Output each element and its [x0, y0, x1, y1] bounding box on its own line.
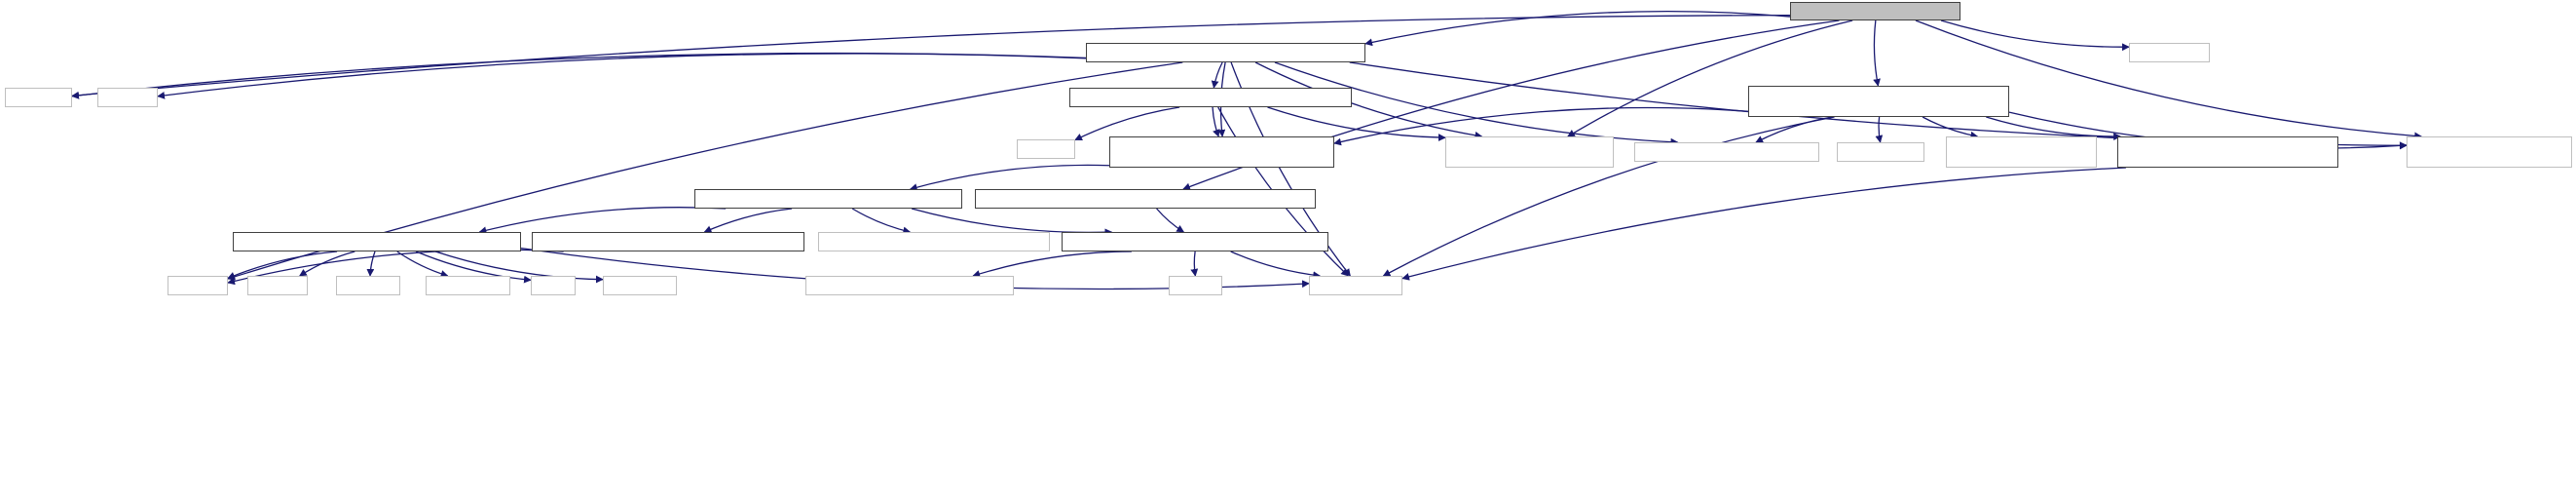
graph-edge-quantitycallbacks-to-mathtoolbox [1267, 106, 1446, 141]
graph-node-propertysystem[interactable] [1062, 232, 1328, 251]
graph-node-multiphasebaseproperties[interactable] [975, 189, 1316, 209]
graph-node-sstream[interactable] [603, 276, 677, 295]
graph-edge-energymodule-to-cmath [157, 53, 1087, 99]
graph-edge-quantitycallbacks-to-utility [1074, 106, 1180, 141]
graph-edge-basicproperties-to-basicparameters [703, 208, 793, 233]
graph-node-basicproperties[interactable] [694, 189, 962, 209]
graph-edge-propertysystem-to-type_traits [1230, 251, 1322, 280]
graph-edge-flashprimaryvariables-to-energymodule [1364, 10, 1791, 47]
graph-edge-energymodule-to-quantitycallbacks [1211, 61, 1223, 89]
graph-edge-fvbaseprimaryvariables-to-fvector [1755, 116, 1833, 143]
graph-node-mathtoolbox[interactable] [1445, 136, 1614, 168]
graph-edge-parametersystem-to-cstring [366, 251, 376, 277]
graph-node-valgrind[interactable] [2407, 136, 2572, 168]
graph-edge-flashprimaryvariables-to-mathtoolbox [1567, 19, 1853, 137]
graph-edge-quantitycallbacks-to-fvbaseproperties [1212, 106, 1220, 137]
graph-node-string[interactable] [168, 276, 228, 295]
graph-edge-flashprimaryvariables-to-cassert [71, 14, 1791, 99]
graph-edge-basicproperties-to-parametertree [851, 208, 912, 235]
graph-node-classname[interactable] [805, 276, 1014, 295]
graph-edge-fvbaseprimaryvariables-to-stdexcept [1875, 116, 1884, 143]
graph-node-cassert[interactable] [5, 88, 72, 107]
graph-node-fvector[interactable] [1634, 142, 1819, 162]
graph-node-linearizationtype[interactable] [2117, 136, 2338, 168]
graph-node-flashprimaryvariables[interactable] [1790, 2, 1960, 20]
graph-edge-flashprimaryvariables-to-valgrind [1915, 19, 2422, 140]
graph-node-set[interactable] [531, 276, 576, 295]
graph-node-type_traits[interactable] [1309, 276, 1402, 295]
graph-edge-energymodule-to-cassert [71, 52, 1087, 99]
graph-node-fvbaseprimaryvariables[interactable] [1748, 86, 2009, 117]
graph-node-utility[interactable] [1017, 139, 1075, 159]
graph-node-energymodule[interactable] [1086, 43, 1365, 62]
graph-edge-parametersystem-to-functional [396, 251, 449, 278]
graph-node-cmath[interactable] [97, 88, 158, 107]
graph-node-tuple[interactable] [1169, 276, 1222, 295]
graph-node-vector[interactable] [247, 276, 308, 295]
graph-node-quantitycallbacks[interactable] [1069, 88, 1352, 107]
graph-edge-propertysystem-to-tuple [1190, 251, 1199, 277]
graph-edge-propertysystem-to-classname [972, 251, 1132, 278]
graph-edge-fvbaseprimaryvariables-to-linearizationtype [1986, 116, 2121, 140]
graph-node-cstring[interactable] [336, 276, 400, 295]
graph-node-fvbaseproperties[interactable] [1109, 136, 1334, 168]
graph-edge-linearizationtype-to-type_traits [1401, 167, 2126, 281]
graph-node-parametertree[interactable] [818, 232, 1050, 251]
graph-node-basicparameters[interactable] [532, 232, 804, 251]
graph-edge-basicproperties-to-parametersystem [478, 207, 727, 235]
graph-node-iostream[interactable] [2129, 43, 2210, 62]
graph-node-functional[interactable] [426, 276, 510, 295]
graph-edge-fvbaseprimaryvariables-to-gpudecorators [1922, 116, 1979, 139]
graph-node-parametersystem[interactable] [233, 232, 521, 251]
graph-edge-parametersystem-to-vector [299, 251, 355, 277]
graph-edge-parametersystem-to-string [227, 251, 338, 280]
graph-node-stdexcept[interactable] [1837, 142, 1924, 162]
graph-edge-flashprimaryvariables-to-fvbaseprimaryvariables [1873, 19, 1881, 87]
graph-edge-multiphasebaseproperties-to-propertysystem [1156, 208, 1185, 233]
graph-node-gpudecorators[interactable] [1946, 136, 2097, 168]
graph-edge-basicproperties-to-propertysystem [911, 208, 1113, 237]
graph-edge-flashprimaryvariables-to-iostream [1940, 19, 2130, 52]
graph-edge-fvbaseproperties-to-basicproperties [909, 164, 1110, 191]
